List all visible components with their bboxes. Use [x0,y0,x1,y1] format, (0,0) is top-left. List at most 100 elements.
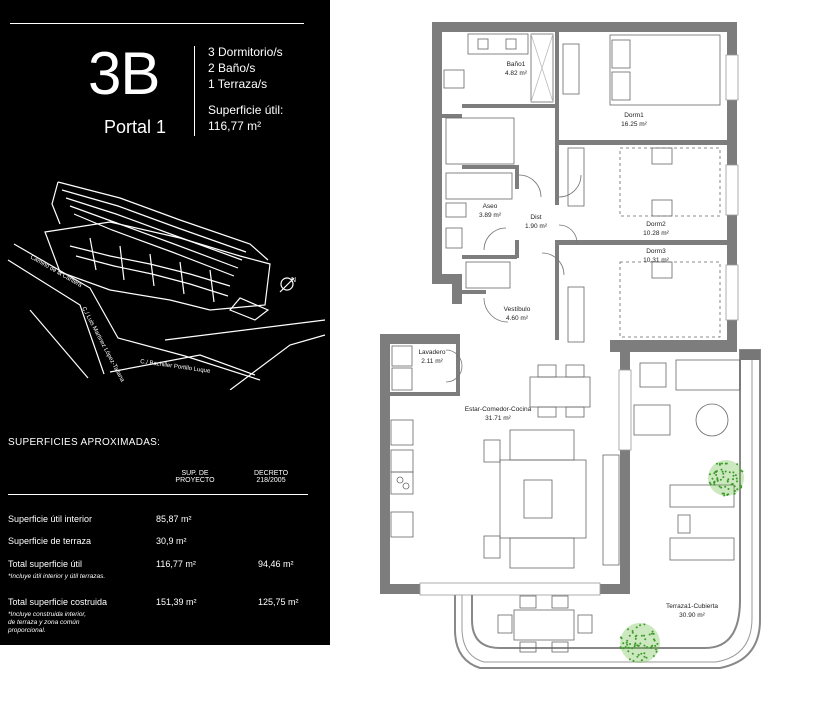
plant-dot [722,476,725,479]
plant-dot [631,652,634,655]
room-lavadero-name: Lavadero [418,349,445,356]
feature-bedrooms: 3 Dormitorio/s [208,45,283,59]
plant-dot [643,623,646,626]
plant-dot [724,462,727,465]
plant-dot [645,656,648,659]
plant-dot [632,659,635,662]
row-terrace-label: Superficie de terraza [8,536,92,546]
plant-dot [728,471,731,474]
plant-dot [718,485,721,488]
plant-dot [713,480,716,483]
plant-dot [643,644,646,647]
plant-dot [648,633,651,636]
room-dorm2-area: 10.28 m² [643,230,669,237]
info-panel: 3B Portal 1 3 Dormitorio/s 2 Baño/s 1 Te… [0,0,330,645]
doors [445,174,582,383]
plant-dot [726,480,729,482]
feature-terraces: 1 Terraza/s [208,77,268,91]
plant-dot [640,659,643,662]
feature-bathrooms: 2 Baño/s [208,61,256,75]
plant-dot [619,646,622,649]
plant-dot [639,642,642,645]
room-aseo-area: 3.89 m² [479,212,502,219]
plant-dot [652,638,655,641]
room-dist-name: Dist [530,214,541,221]
plant-dot [651,644,654,647]
plant-dot [723,494,726,497]
table-divider [8,494,308,495]
plant-dot [656,642,659,645]
row-interior-label: Superficie útil interior [8,514,93,524]
plant-dot [651,630,654,633]
room-dorm3-name: Dorm3 [646,248,666,255]
plant-dot [727,488,730,490]
plant-dot [628,658,631,661]
room-vestibulo-name: Vestíbulo [504,306,531,313]
plant-dot [722,472,725,475]
surface-value: 116,77 m² [208,119,262,133]
walls [380,22,737,594]
room-estar-name: Estar-Comedor-Cocina [465,406,532,413]
plant-dot [736,463,739,466]
unit-code: 3B [88,40,160,107]
plant-dot [627,646,630,649]
plant-dot [720,486,723,489]
north-label: N [291,277,296,284]
plant-dot [629,643,631,645]
plant-dot [640,634,643,637]
row-total-util-label: Total superficie útil [8,559,83,569]
plant-dot [631,631,634,634]
plant-dot [631,630,634,632]
plant-dot [634,637,637,640]
surfaces-title: SUPERFICIES APROXIMADAS: [8,437,161,448]
room-aseo-name: Aseo [483,203,498,210]
plant-dot [652,632,655,635]
plant-dot [716,477,719,480]
plant-dot [635,634,638,637]
plant-dot [627,628,629,631]
row-total-util-note: *Incluye útil interior y útil terrazas. [8,573,106,580]
plant-dot [733,485,736,488]
plant-dot [716,478,719,481]
plant-dot [633,644,636,646]
plant-dot [714,470,717,473]
plant-dot [715,474,718,476]
plant-dot [734,490,736,492]
row-total-built-value: 151,39 m² [156,597,197,607]
plant-dot [619,636,622,639]
room-dorm1-name: Dorm1 [624,112,644,119]
plant-dot [720,468,723,471]
plant-dot [736,488,739,491]
plant-dot [721,470,724,473]
room-terraza-name: Terraza1-Cubierta [666,603,718,610]
terrace-edge [454,349,761,669]
room-terraza-area: 30.90 m² [679,612,705,619]
plant-dot [736,480,738,483]
windows [419,54,739,596]
plant-dot [740,486,743,489]
room-bano1-area: 4.82 m² [505,70,528,77]
plant-dot [644,638,647,641]
plant-dot [732,478,734,481]
plant-dot [734,474,737,477]
room-lavadero-area: 2.11 m² [421,358,443,365]
row-total-util-value: 116,77 m² [156,559,196,569]
plant-dot [711,477,714,480]
building-outline [44,221,271,311]
plant-dot [654,644,657,647]
row-total-built-note: *Incluye construida interior, de terraza… [8,611,87,634]
header-divider [194,46,195,136]
room-dorm1-area: 16.25 m² [621,121,647,128]
row-terrace-value: 30,9 m² [156,536,187,546]
room-dist-area: 1.90 m² [525,223,548,230]
plant-dot [633,645,636,648]
plant-dot [634,642,637,645]
room-labels: Baño1 4.82 m² Dorm1 16.25 m² Aseo 3.89 m… [418,61,718,619]
plant-dot [652,655,655,657]
plant-dot [628,634,631,637]
plant-dot [655,648,657,651]
room-dorm2-name: Dorm2 [646,221,666,228]
plant-dot [721,462,723,465]
plant-dot [719,478,722,481]
